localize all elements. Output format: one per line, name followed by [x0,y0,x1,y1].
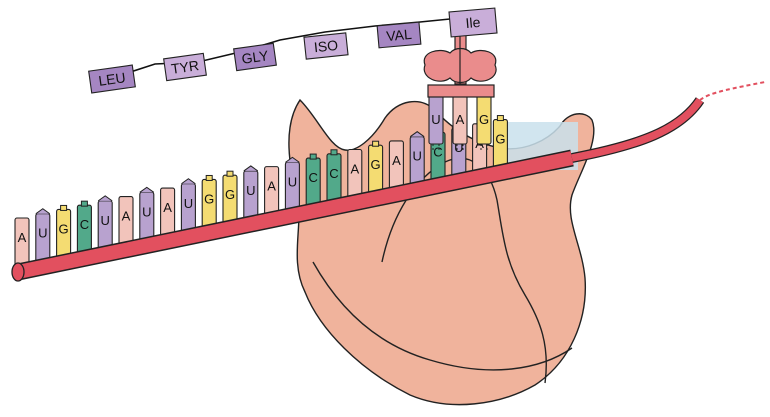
nucleotide-label: U [101,213,110,228]
nucleotide-label: A [163,200,172,215]
amino-acid-label: VAL [386,26,413,44]
nucleotide-label: A [350,162,359,177]
amino-acid-val: VAL [377,22,421,48]
amino-acid-tyr: TYR [164,53,207,80]
nucleotide-label: G [495,132,505,147]
anticodon-A: A [453,94,467,152]
nucleotide-label: U [184,196,193,211]
nucleotide-label: U [142,204,151,219]
amino-acid-label: Ile [465,14,481,31]
anticodon-label: U [431,112,440,127]
nucleotide-label: C [80,217,89,232]
amino-acid-ile: Ile [449,8,497,37]
nucleotide-label: A [392,153,401,168]
amino-acid-label: ISO [313,37,339,55]
nucleotide-label: C [309,170,318,185]
nucleotide-label: C [329,166,338,181]
nucleotide-label: G [225,187,235,202]
nucleotide-label: G [204,191,214,206]
nucleotide-label: A [267,179,276,194]
nucleotide-label: C [433,144,442,159]
nucleotide-label: G [59,221,69,236]
amino-acid-gly: GLY [234,43,277,70]
nucleotide-label: A [122,209,131,224]
amino-acid-leu: LEU [89,65,136,93]
nucleotide-label: G [371,157,381,172]
nucleotide-label: A [18,230,27,245]
anticodon-label: A [456,112,465,127]
anticodon-U: U [429,94,443,152]
nucleotide-label: U [246,183,255,198]
nucleotide-label: U [413,149,422,164]
nucleotide-label: U [38,226,47,241]
trna-arm [428,85,494,97]
amino-acid-iso: ISO [304,33,348,59]
nucleotide-label: U [288,174,297,189]
anticodon-label: G [479,112,489,127]
anticodon-G: G [477,94,491,152]
